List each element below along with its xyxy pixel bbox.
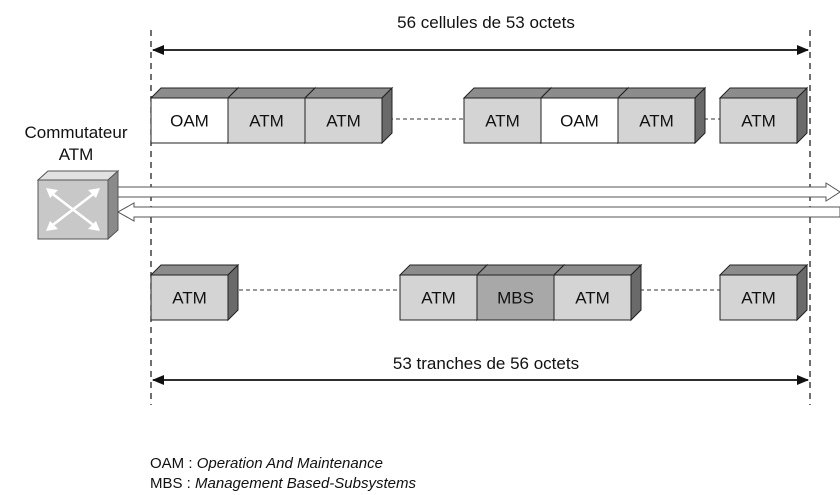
cell-atm: ATM (398, 263, 489, 322)
top-cell-row: OAM ATM ATM ATM OAM ATM ATM (149, 86, 809, 145)
switch-label-line1: Commutateur (25, 123, 128, 142)
cell-label: ATM (249, 112, 284, 131)
legend-oam-abbr: OAM (150, 455, 185, 472)
cell-atm: ATM (718, 263, 809, 322)
cell-label: ATM (575, 289, 610, 308)
cell-atm: ATM (616, 86, 707, 145)
cell-atm: ATM (149, 263, 240, 322)
cell-atm: ATM (462, 86, 553, 145)
cell-label: ATM (741, 112, 776, 131)
legend-oam-term: Operation And Maintenance (196, 455, 383, 472)
cell-label: ATM (741, 289, 776, 308)
cell-label: OAM (560, 112, 599, 131)
cell-oam: OAM (539, 86, 630, 145)
switch-label-line2: ATM (59, 145, 94, 164)
cell-mbs: MBS (475, 263, 566, 322)
legend-mbs: MBS : Management Based-Subsystems (150, 475, 416, 492)
cell-label: ATM (172, 289, 207, 308)
link-arrow-outbound (117, 182, 840, 202)
bottom-cell-row: ATM ATM MBS ATM ATM (149, 263, 809, 322)
bottom-span-label: 53 tranches de 56 octets (393, 354, 579, 373)
cell-label: ATM (639, 112, 674, 131)
cell-atm: ATM (303, 86, 394, 145)
atm-switch-icon (36, 169, 120, 241)
cell-atm: ATM (552, 263, 643, 322)
legend-oam: OAM : Operation And Maintenance (150, 455, 383, 472)
legend-mbs-abbr: MBS (150, 475, 183, 492)
cell-label: OAM (170, 112, 209, 131)
cell-label: ATM (421, 289, 456, 308)
top-span-label: 56 cellules de 53 octets (397, 13, 575, 32)
cell-label: ATM (485, 112, 520, 131)
legend-mbs-term: Management Based-Subsystems (195, 475, 416, 492)
cell-oam: OAM (149, 86, 240, 145)
link-arrow-inbound (116, 202, 840, 222)
cell-atm: ATM (226, 86, 317, 145)
cell-label: MBS (497, 289, 534, 308)
cell-label: ATM (326, 112, 361, 131)
cell-atm: ATM (718, 86, 809, 145)
